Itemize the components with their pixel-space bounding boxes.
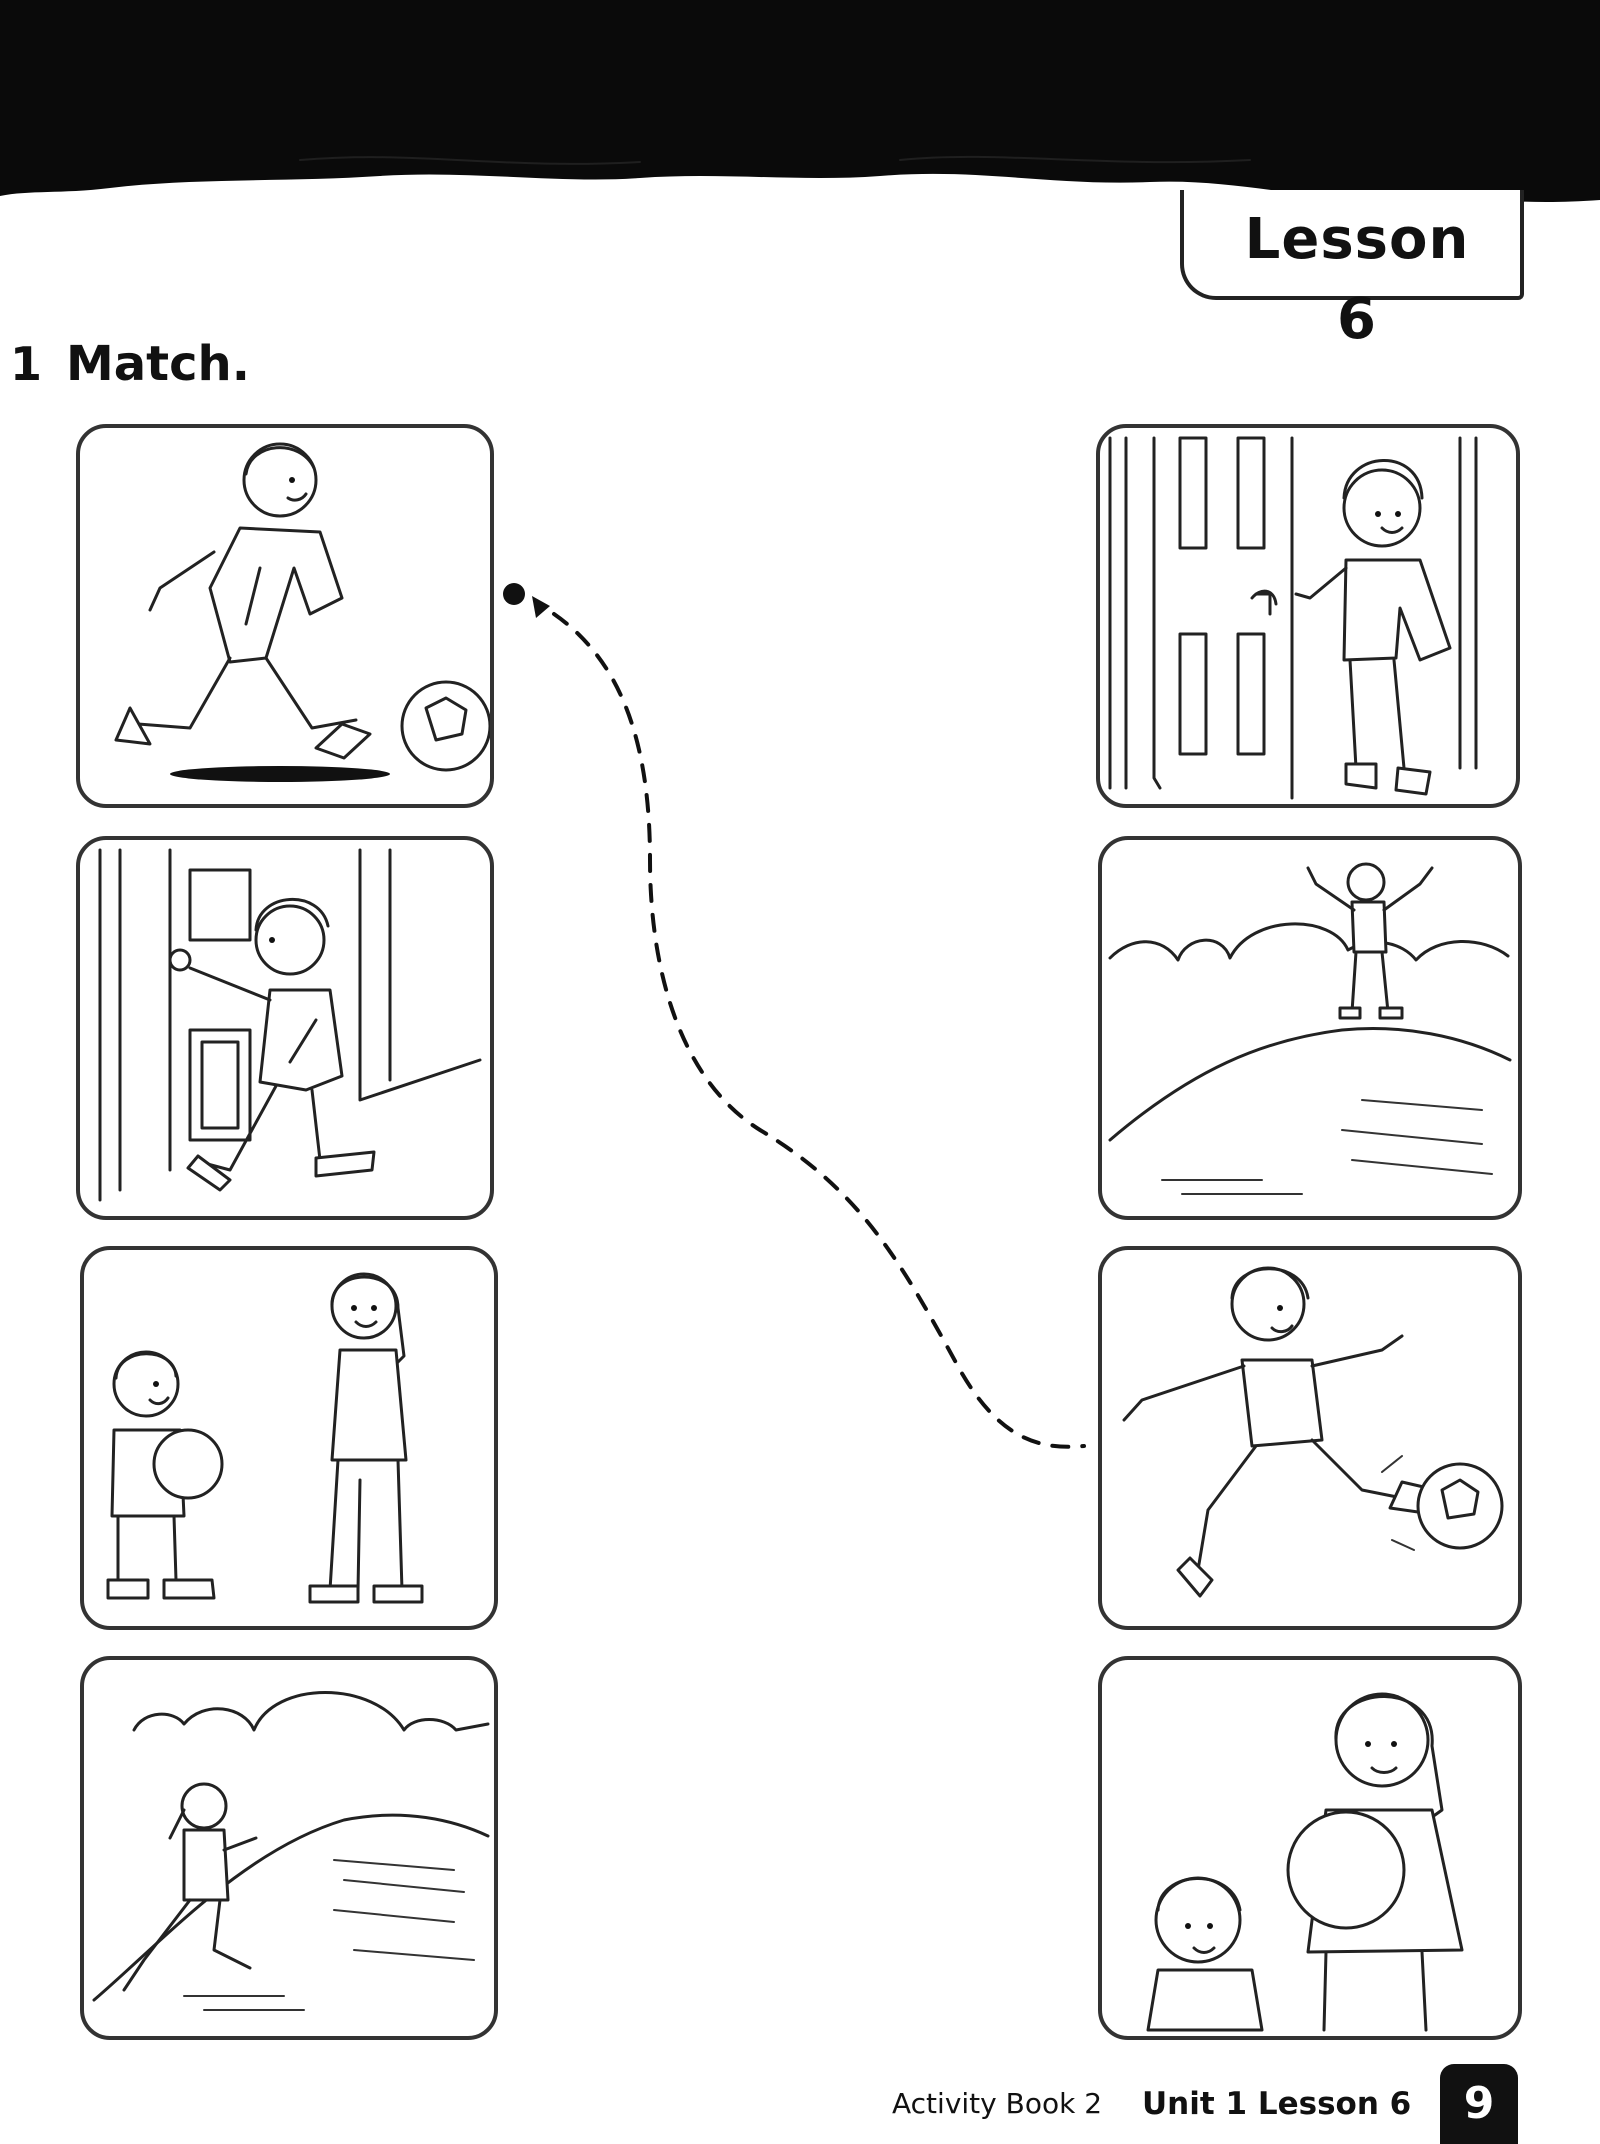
boy-closing-door-illustration: [1108, 436, 1478, 800]
boy-running-after-ball-illustration: [114, 442, 490, 782]
boy-kicking-ball-illustration: [1122, 1266, 1504, 1598]
page-number-badge: [1440, 2064, 1518, 2144]
right-panel-2[interactable]: [1098, 836, 1522, 1220]
right-panel-3[interactable]: [1098, 1246, 1522, 1630]
girl-climbing-hill-illustration: [92, 1691, 490, 2011]
boy-opening-door-illustration: [98, 848, 482, 1202]
left-panel-4[interactable]: [80, 1656, 498, 2040]
footer-book-title: Activity Book 2: [892, 2087, 1103, 2120]
boy-on-top-of-hill-illustration: [1108, 862, 1512, 1195]
footer-unit-lesson: Unit 1 Lesson 6: [1142, 2086, 1412, 2122]
left-panel-1[interactable]: [76, 424, 494, 808]
exercise-instruction: Match.: [66, 336, 250, 392]
right-panel-4[interactable]: [1098, 1656, 1522, 2040]
lesson-tab: [1180, 190, 1524, 300]
girl-holding-ball-with-boy-illustration: [1146, 1692, 1464, 2032]
small-boy-with-ball-and-girl-illustration: [106, 1272, 424, 1604]
lesson-title: Lesson 6: [1244, 207, 1470, 352]
page-number: 9: [1463, 2078, 1495, 2129]
right-panel-1[interactable]: [1096, 424, 1520, 808]
exercise-number: 1: [10, 337, 43, 391]
left-panel-3[interactable]: [80, 1246, 498, 1630]
left-panel-2[interactable]: [76, 836, 494, 1220]
header-band: [0, 0, 1600, 202]
